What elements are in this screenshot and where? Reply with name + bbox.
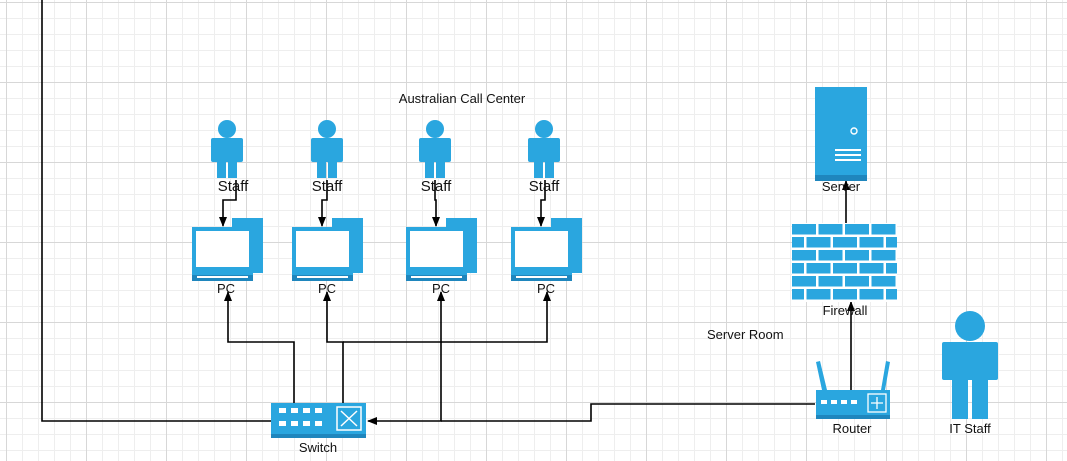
pc-1-label: PC <box>216 281 236 296</box>
connector-staff3-to-pc3 <box>432 180 440 227</box>
staff-3-icon <box>419 120 451 178</box>
staff-4-icon <box>528 120 560 178</box>
pc-1-icon <box>192 218 263 281</box>
connector-staff1-to-pc1 <box>219 180 237 227</box>
pc-2-label: PC <box>317 281 337 296</box>
pc-4-icon <box>511 218 582 281</box>
it-staff-icon <box>942 311 998 419</box>
connector-router-to-switch <box>441 403 815 422</box>
firewall-label: Firewall <box>822 303 868 318</box>
switch-icon <box>271 403 366 438</box>
pc-group <box>192 218 582 281</box>
connector-staff4-to-pc4 <box>537 180 546 227</box>
staff-1-icon <box>211 120 243 178</box>
connector-pc-bus-to-switch <box>367 342 442 425</box>
firewall-icon <box>792 223 897 302</box>
server-room-label: Server Room <box>707 327 784 342</box>
pc-2-icon <box>292 218 363 281</box>
staff-2-label: Staff <box>311 178 343 195</box>
server-label: Server <box>821 179 861 194</box>
connector-switch-to-pc2 <box>323 291 344 404</box>
staff-1-label: Staff <box>217 178 249 195</box>
router-icon <box>816 361 890 419</box>
router-label: Router <box>832 421 872 436</box>
switch-label: Switch <box>298 440 338 455</box>
it-staff-label: IT Staff <box>949 421 991 436</box>
connectors <box>41 0 855 425</box>
connector-bus-to-pc3 <box>343 291 445 343</box>
connector-left-border-to-switch <box>41 0 272 422</box>
pc-3-icon <box>406 218 477 281</box>
connector-switch-to-pc1 <box>224 291 295 404</box>
pc-4-label: PC <box>536 281 556 296</box>
connector-bus-to-pc4 <box>441 291 551 343</box>
pc-3-label: PC <box>431 281 451 296</box>
server-icon <box>815 87 867 181</box>
staff-group <box>211 120 560 178</box>
staff-3-label: Staff <box>420 178 452 195</box>
staff-2-icon <box>311 120 343 178</box>
staff-4-label: Staff <box>528 178 560 195</box>
connector-staff2-to-pc2 <box>318 180 328 227</box>
diagram-title: Australian Call Center <box>398 91 526 106</box>
